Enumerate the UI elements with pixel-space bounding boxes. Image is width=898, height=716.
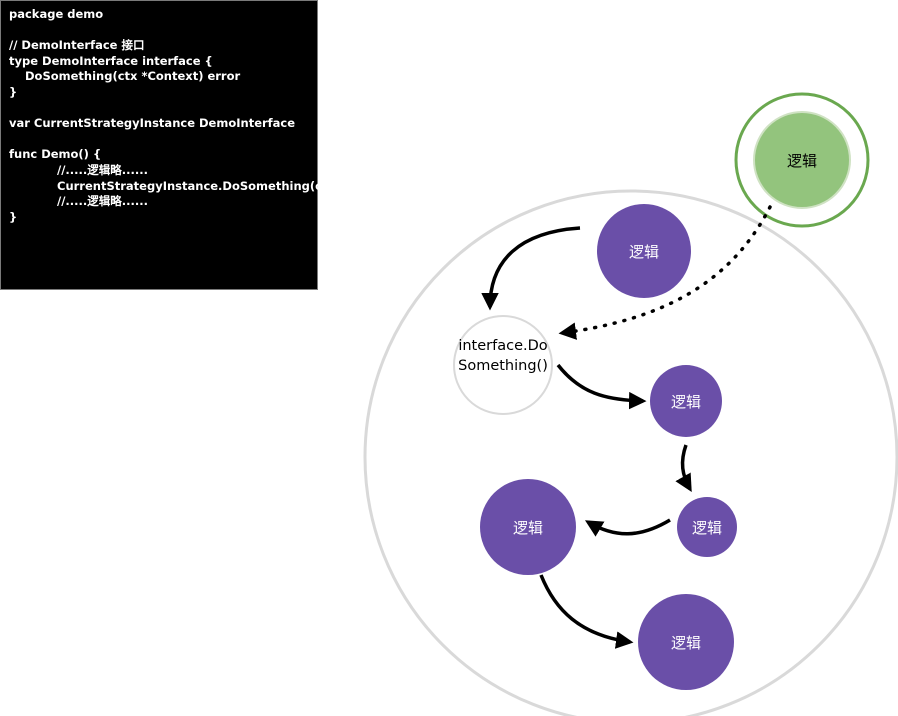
code-line: //.....逻辑略...... <box>57 162 148 177</box>
arrow-external-to-interface <box>558 205 772 340</box>
logic-node-small-label: 逻辑 <box>692 519 722 537</box>
logic-node-right <box>650 365 722 437</box>
arrow-top-to-interface <box>481 226 581 311</box>
logic-node-bottom <box>638 594 734 690</box>
code-line: } <box>9 209 18 224</box>
arrow-small-to-left <box>584 518 671 537</box>
code-panel: package demo // DemoInterface 接口 type De… <box>0 0 328 290</box>
code-line: // DemoInterface 接口 <box>9 38 145 53</box>
code-line: //.....逻辑略...... <box>57 194 148 209</box>
code-line: type DemoInterface interface { <box>9 53 213 68</box>
interface-node <box>453 315 553 415</box>
code-line: CurrentStrategyInstance.DoSomething(c) <box>57 178 328 193</box>
code-line: var CurrentStrategyInstance DemoInterfac… <box>9 116 296 131</box>
code-line: DoSomething(ctx *Context) error <box>25 69 241 84</box>
arrow-interface-to-right <box>556 363 647 410</box>
logic-node-top-label: 逻辑 <box>629 243 659 261</box>
code-line: } <box>9 84 18 99</box>
logic-node-right-label: 逻辑 <box>671 393 701 411</box>
arrow-left-to-bottom <box>539 574 634 649</box>
logic-node-bottom-label: 逻辑 <box>671 634 701 652</box>
arrow-right-to-small <box>675 444 692 493</box>
logic-node-small <box>677 497 737 557</box>
external-node-label: 逻辑 <box>787 152 817 170</box>
logic-node-left-label: 逻辑 <box>513 519 543 537</box>
interface-node-label: interface.DoSomething() <box>458 338 548 374</box>
logic-node-left <box>480 479 576 575</box>
code-line: package demo <box>9 7 104 21</box>
logic-node-top <box>597 204 691 298</box>
external-node <box>753 111 851 209</box>
container-circle <box>363 189 898 716</box>
code-line: func Demo() { <box>9 147 102 162</box>
